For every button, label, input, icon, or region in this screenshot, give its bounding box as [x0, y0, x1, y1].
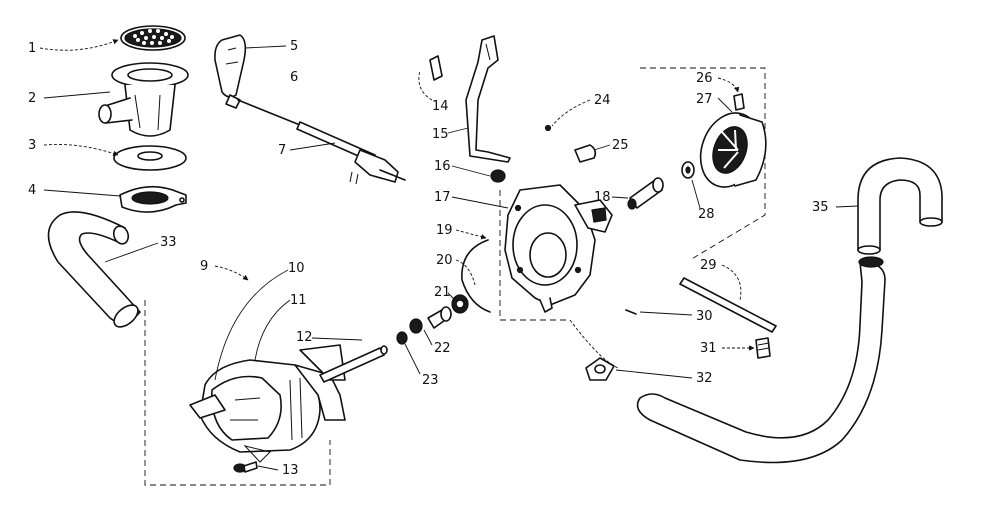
part-12-shaft [319, 345, 388, 383]
label-17: 17 [434, 190, 451, 205]
part-35-long-hose [636, 256, 886, 464]
leader-15 [447, 127, 469, 134]
label-29: 29 [700, 258, 717, 273]
part-28-washer [681, 161, 695, 179]
part-32-clamp [585, 357, 615, 381]
part-17-main-housing [504, 184, 613, 313]
label-6: 6 [290, 70, 298, 85]
leader-27 [717, 97, 733, 113]
part-30-pin [625, 309, 637, 315]
leader-23 [404, 343, 421, 375]
label-9: 9 [200, 259, 208, 274]
leader-24 [551, 99, 591, 127]
leader-3 [43, 144, 119, 156]
label-5: 5 [290, 39, 298, 54]
leader-20 [455, 259, 476, 286]
leader-29 [721, 264, 742, 301]
label-21: 21 [434, 285, 451, 300]
label-27: 27 [696, 92, 713, 107]
leader-13 [257, 465, 279, 471]
leader-21 [447, 292, 456, 301]
label-13: 13 [282, 463, 299, 478]
part-13-screw [233, 461, 258, 473]
leader-11 [254, 299, 291, 361]
part-1-strainer [120, 25, 186, 51]
leader-12 [311, 337, 363, 341]
label-1: 1 [28, 41, 36, 56]
leader-30 [639, 311, 693, 316]
leader-extra-r [569, 319, 619, 369]
part-14-15-16-bracket [429, 35, 511, 183]
group-boundary-right-top [640, 67, 766, 261]
group-boundary-right [499, 190, 570, 321]
label-19: 19 [436, 223, 453, 238]
leader-22 [423, 329, 433, 346]
part-22-spring-seat [409, 306, 452, 334]
label-23: 23 [422, 373, 439, 388]
part-29-long-rod [679, 277, 777, 333]
part-4-flange-ring [119, 185, 187, 213]
leader-28 [691, 179, 701, 209]
label-14: 14 [432, 99, 449, 114]
leader-32 [615, 369, 693, 379]
label-25: 25 [612, 138, 629, 153]
part-5-6-7-lever-rod [214, 34, 406, 185]
label-33: 33 [160, 235, 177, 250]
label-32: 32 [696, 371, 713, 386]
leader-14 [418, 69, 433, 101]
label-12: 12 [296, 330, 313, 345]
part-27-impeller [699, 112, 767, 188]
part-3-gasket [113, 145, 187, 171]
label-24: 24 [594, 93, 611, 108]
label-2: 2 [28, 91, 36, 106]
part-31-fitting [755, 337, 771, 359]
label-28: 28 [698, 207, 715, 222]
part-21-seal [451, 294, 469, 314]
leader-19 [455, 229, 487, 240]
label-3: 3 [28, 138, 36, 153]
part-labels: 1 2 3 4 5 6 7 9 10 11 12 13 14 15 16 17 … [28, 39, 829, 478]
label-7: 7 [278, 143, 286, 158]
label-22: 22 [434, 341, 451, 356]
label-26: 26 [696, 71, 713, 86]
part-25-clip [574, 144, 597, 163]
leader-10 [214, 269, 289, 381]
leader-4 [43, 189, 121, 197]
leader-1 [39, 39, 119, 51]
label-30: 30 [696, 309, 713, 324]
part-24-pin [544, 124, 552, 132]
label-11: 11 [290, 293, 307, 308]
leader-26 [717, 77, 740, 93]
part-9-10-11-pump-body [189, 344, 346, 463]
label-18: 18 [594, 190, 611, 205]
group-boundary-left [144, 300, 331, 486]
leader-9 [214, 265, 249, 281]
label-16: 16 [434, 159, 451, 174]
leader-5 [244, 45, 287, 49]
leader-25 [593, 144, 611, 151]
leader-2 [43, 91, 111, 99]
part-35-j-hose [857, 157, 943, 255]
label-31: 31 [700, 341, 717, 356]
leader-7 [289, 142, 336, 151]
leader-16 [451, 165, 491, 177]
part-2-drain-housing [98, 62, 189, 137]
part-18-cylinder [627, 177, 664, 210]
label-20: 20 [436, 253, 453, 268]
leader-17 [451, 196, 509, 209]
label-4: 4 [28, 183, 36, 198]
part-23-washer [396, 331, 408, 345]
leader-35 [835, 205, 859, 208]
label-10: 10 [288, 261, 305, 276]
leader-18 [611, 196, 629, 199]
part-26-screw [733, 93, 745, 111]
part-33-bent-hose [47, 211, 141, 328]
part-19-20-clamp [461, 239, 491, 313]
label-35: 35 [812, 200, 829, 215]
leader-33 [104, 242, 159, 263]
label-15: 15 [432, 127, 449, 142]
